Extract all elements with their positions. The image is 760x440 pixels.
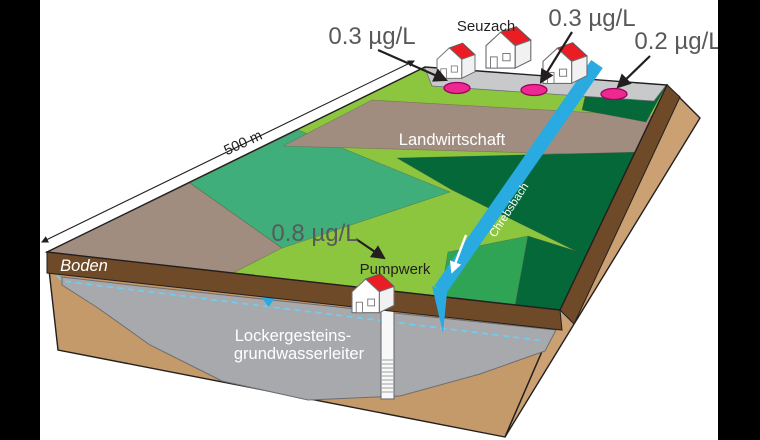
water-table-symbol — [262, 298, 275, 307]
measurement-label-1: 0.3 µg/L — [328, 23, 415, 50]
village-label: Seuzach — [457, 18, 515, 35]
leader-arrow-1 — [377, 48, 448, 82]
soil-label: Boden — [60, 257, 108, 275]
landuse-label: Landwirtschaft — [399, 131, 506, 149]
aquifer-label-line2: grundwasserleiter — [234, 345, 365, 363]
measurement-label-4: 0.8 µg/L — [271, 220, 358, 247]
scale-arrow — [41, 60, 415, 243]
well-screen — [382, 359, 393, 393]
measurement-point-3 — [600, 87, 628, 101]
field-dark-green-front-right — [513, 235, 593, 310]
pumpwerk-label: Pumpwerk — [360, 261, 431, 278]
black-bar-left — [0, 0, 40, 440]
leader-arrow-4 — [355, 238, 386, 260]
aquifer-body — [61, 276, 557, 401]
stream-flow-arrow — [449, 234, 468, 274]
measurement-point-1 — [443, 81, 471, 95]
measurement-label-2: 0.3 µg/L — [548, 5, 635, 32]
black-bar-right — [718, 0, 760, 440]
aquifer-label-line1: Lockergesteins- — [235, 327, 351, 345]
measurement-label-3: 0.2 µg/L — [634, 28, 721, 55]
leader-arrow-3 — [616, 55, 651, 89]
stream-channel — [434, 60, 603, 294]
well — [380, 299, 395, 400]
stream-outlet-tip — [432, 286, 447, 333]
measurement-point-2 — [520, 83, 548, 97]
leader-arrow-2 — [539, 31, 573, 84]
